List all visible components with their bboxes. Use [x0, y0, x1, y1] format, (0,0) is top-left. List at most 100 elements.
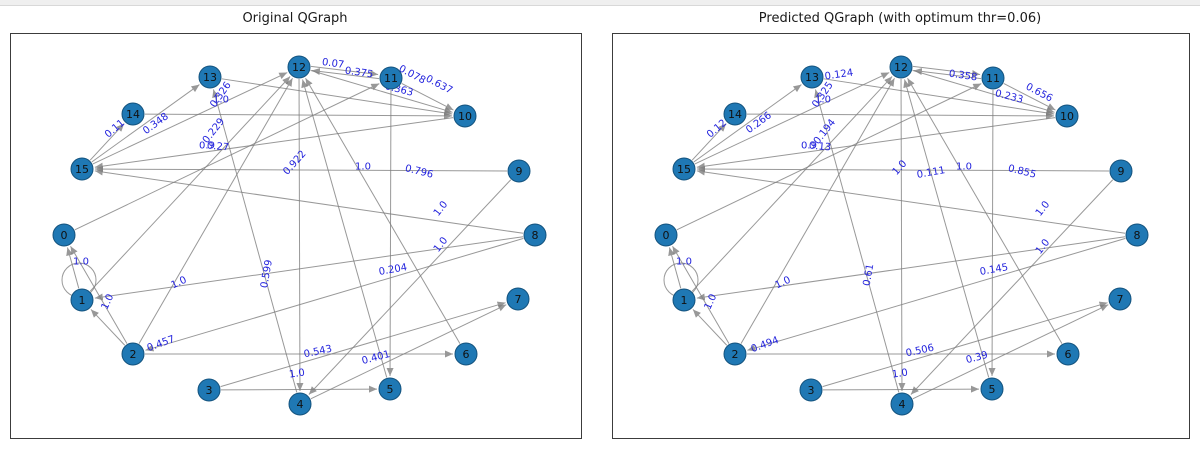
- node-circle: [889, 55, 913, 79]
- edge-weight-label: 1.0: [1034, 199, 1052, 218]
- graph-node-2: 2: [723, 342, 747, 366]
- graph-edge: [89, 76, 291, 292]
- graph-node-13: 13: [198, 65, 222, 89]
- node-circle: [287, 55, 311, 79]
- graph-edge: [747, 237, 1126, 352]
- node-label: 1: [79, 294, 86, 307]
- graph-edge: [740, 78, 895, 344]
- node-label: 1: [681, 294, 688, 307]
- graph-edge: [696, 168, 1126, 234]
- edge-weight-label: 0.9: [801, 141, 817, 152]
- graph-edge: [386, 89, 394, 377]
- graph-node-11: 11: [379, 66, 403, 90]
- edge-weight-label: 1.0: [355, 162, 371, 173]
- graph-node-8: 8: [523, 223, 547, 247]
- edge-weight-label: 1.0: [169, 275, 188, 292]
- edge-weight-label: 1.0: [432, 235, 450, 254]
- edge-weight-label: 0.204: [378, 262, 408, 278]
- node-circle: [799, 378, 823, 402]
- graph-edge: [898, 78, 906, 392]
- node-label: 3: [206, 384, 213, 397]
- graph-edge: [301, 79, 388, 378]
- graph-edge: [822, 301, 1108, 388]
- edge-weight-label: 0.11: [103, 118, 127, 141]
- node-label: 6: [1065, 348, 1072, 361]
- graph-edge: [693, 84, 802, 163]
- graph-edge: [94, 165, 508, 173]
- graph-node-1: 1: [672, 288, 696, 312]
- graph-node-2: 2: [121, 342, 145, 366]
- edge-weight-label: 0.401: [361, 349, 392, 367]
- graph-edge: [696, 236, 1126, 301]
- node-label: 4: [899, 398, 906, 411]
- graph-node-14: 14: [723, 102, 747, 126]
- graph-node-6: 6: [1056, 342, 1080, 366]
- edge-weight-label: 1.0: [891, 367, 908, 380]
- node-label: 0: [663, 229, 670, 242]
- edge-weight-label: 0.637: [424, 73, 454, 96]
- node-circle: [453, 104, 477, 128]
- node-circle: [70, 288, 94, 312]
- graph-node-4: 4: [288, 392, 312, 416]
- graph-edge: [74, 83, 380, 231]
- graph-node-8: 8: [1125, 223, 1149, 247]
- graph-edge: [305, 77, 461, 344]
- graph-node-12: 12: [287, 55, 311, 79]
- graph-node-1: 1: [70, 288, 94, 312]
- graph-edge: [903, 79, 990, 378]
- node-label: 11: [986, 72, 1000, 85]
- graph-edge: [822, 385, 980, 393]
- edge-weight-label: 1.0: [213, 95, 229, 106]
- graph-edge: [296, 78, 304, 392]
- edge-weight-label: 0.922: [281, 149, 308, 178]
- node-label: 6: [463, 348, 470, 361]
- graph-edge: [310, 304, 507, 400]
- node-label: 7: [515, 293, 522, 306]
- edge-weight-label: 0.506: [905, 343, 935, 360]
- edge-weight-label: 1.0: [1034, 237, 1052, 256]
- graph-edge: [912, 69, 1055, 114]
- graph-edge: [212, 89, 298, 393]
- node-label: 7: [1117, 293, 1124, 306]
- node-circle: [70, 157, 94, 181]
- node-circle: [197, 378, 221, 402]
- graph-edge: [694, 72, 890, 165]
- node-circle: [379, 66, 403, 90]
- node-circle: [800, 65, 824, 89]
- edge-weight-label: 0.348: [141, 111, 171, 137]
- node-label: 8: [1134, 229, 1141, 242]
- edge-weight-label: 0.61: [862, 263, 877, 287]
- graph-edge: [814, 89, 900, 393]
- graph-edge: [92, 72, 288, 165]
- graph-node-4: 4: [890, 392, 914, 416]
- graph-node-5: 5: [980, 377, 1004, 401]
- node-circle: [672, 157, 696, 181]
- edge-weight-label: 0.233: [994, 88, 1024, 106]
- graph-edge: [145, 237, 524, 352]
- node-circle: [980, 377, 1004, 401]
- node-label: 12: [894, 61, 908, 74]
- edge-weight-label: 0.124: [824, 68, 854, 83]
- graph-node-10: 10: [453, 104, 477, 128]
- node-circle: [454, 342, 478, 366]
- graph-node-15: 15: [672, 157, 696, 181]
- edge-weight-label: 0.375: [344, 66, 374, 81]
- graph-edge: [1003, 83, 1056, 111]
- node-label: 4: [297, 398, 304, 411]
- edge-weight-label: 0.796: [404, 163, 434, 181]
- graph-edge: [692, 309, 728, 346]
- right-panel-title: Predicted QGraph (with optimum thr=0.06): [758, 11, 1042, 26]
- graph-edge: [94, 236, 524, 301]
- node-label: 3: [808, 384, 815, 397]
- edge-weight-label: 0.27: [206, 141, 229, 154]
- edge-weight-label: 1.0: [73, 257, 89, 268]
- node-label: 15: [75, 163, 89, 176]
- node-label: 8: [532, 229, 539, 242]
- graph-edge: [696, 165, 1110, 173]
- node-label: 9: [1118, 165, 1125, 178]
- node-label: 14: [126, 108, 140, 121]
- graph-node-3: 3: [197, 378, 221, 402]
